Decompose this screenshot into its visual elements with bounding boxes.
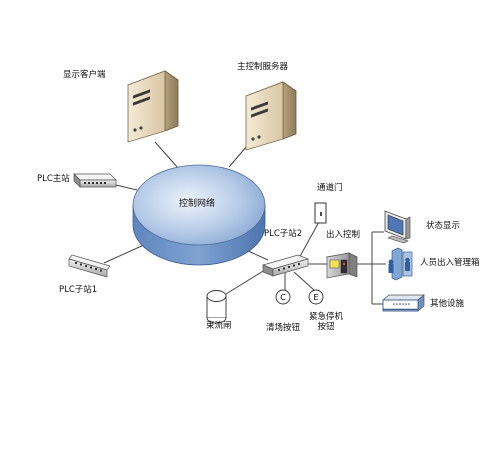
main-control-server-icon: [245, 81, 297, 151]
other-devices-icon: [382, 294, 425, 312]
personnel-management-box-icon: [388, 247, 413, 281]
label-access-control: 出入控制: [326, 230, 361, 240]
label-display-client: 显示客户端: [63, 70, 106, 80]
line-plc-sub2-door: [297, 219, 321, 261]
emergency-button-glyph: E: [313, 293, 318, 302]
line-plc-sub1-network: [103, 243, 147, 264]
line-network-plc-sub2: [245, 249, 269, 261]
plc-sub-station-2-switch-icon: [261, 254, 310, 277]
plc-main-station-switch-icon: [73, 173, 117, 188]
label-emergency-stop-line2: 按钮: [317, 321, 335, 332]
label-other-devices: 其他设施: [430, 299, 465, 309]
label-clear-button: 清场按钮: [266, 323, 301, 333]
label-passage-door: 通道门: [317, 183, 343, 193]
label-plc-sub-station-2: PLC子站2: [264, 229, 303, 239]
label-main-server: 主控制服务器: [237, 62, 289, 72]
emergency-stop-button-icon: E: [308, 289, 324, 305]
label-emergency-stop: 紧急停机 按钮: [306, 312, 346, 333]
label-plc-sub-station-1: PLC子站1: [59, 285, 98, 295]
status-display-monitor-icon: [384, 210, 411, 244]
beam-gate-icon: [206, 290, 227, 324]
clear-button-glyph: C: [280, 293, 286, 302]
label-beam-gate: 束流闸: [206, 321, 232, 331]
line-plc-main-network: [115, 184, 138, 191]
plc-sub-station-1-switch-icon: [68, 254, 111, 278]
display-client-server-icon: [127, 70, 179, 143]
label-emergency-stop-line1: 紧急停机: [308, 312, 343, 322]
connection-lines: [103, 138, 386, 305]
access-control-device-icon: [325, 252, 359, 279]
line-plc-sub2-beam-gate: [225, 267, 269, 295]
label-status-display: 状态显示: [426, 221, 461, 231]
label-personnel-management: 人员出入管理箱: [420, 258, 480, 268]
control-network-cylinder: [132, 164, 266, 266]
label-plc-main-station: PLC主站: [37, 174, 70, 184]
passage-door-icon: [314, 202, 327, 224]
line-client-network: [154, 141, 179, 169]
label-control-network: 控制网络: [179, 199, 216, 209]
clear-button-icon: C: [275, 289, 291, 305]
line-plc-sub2-emergency: [293, 271, 315, 291]
